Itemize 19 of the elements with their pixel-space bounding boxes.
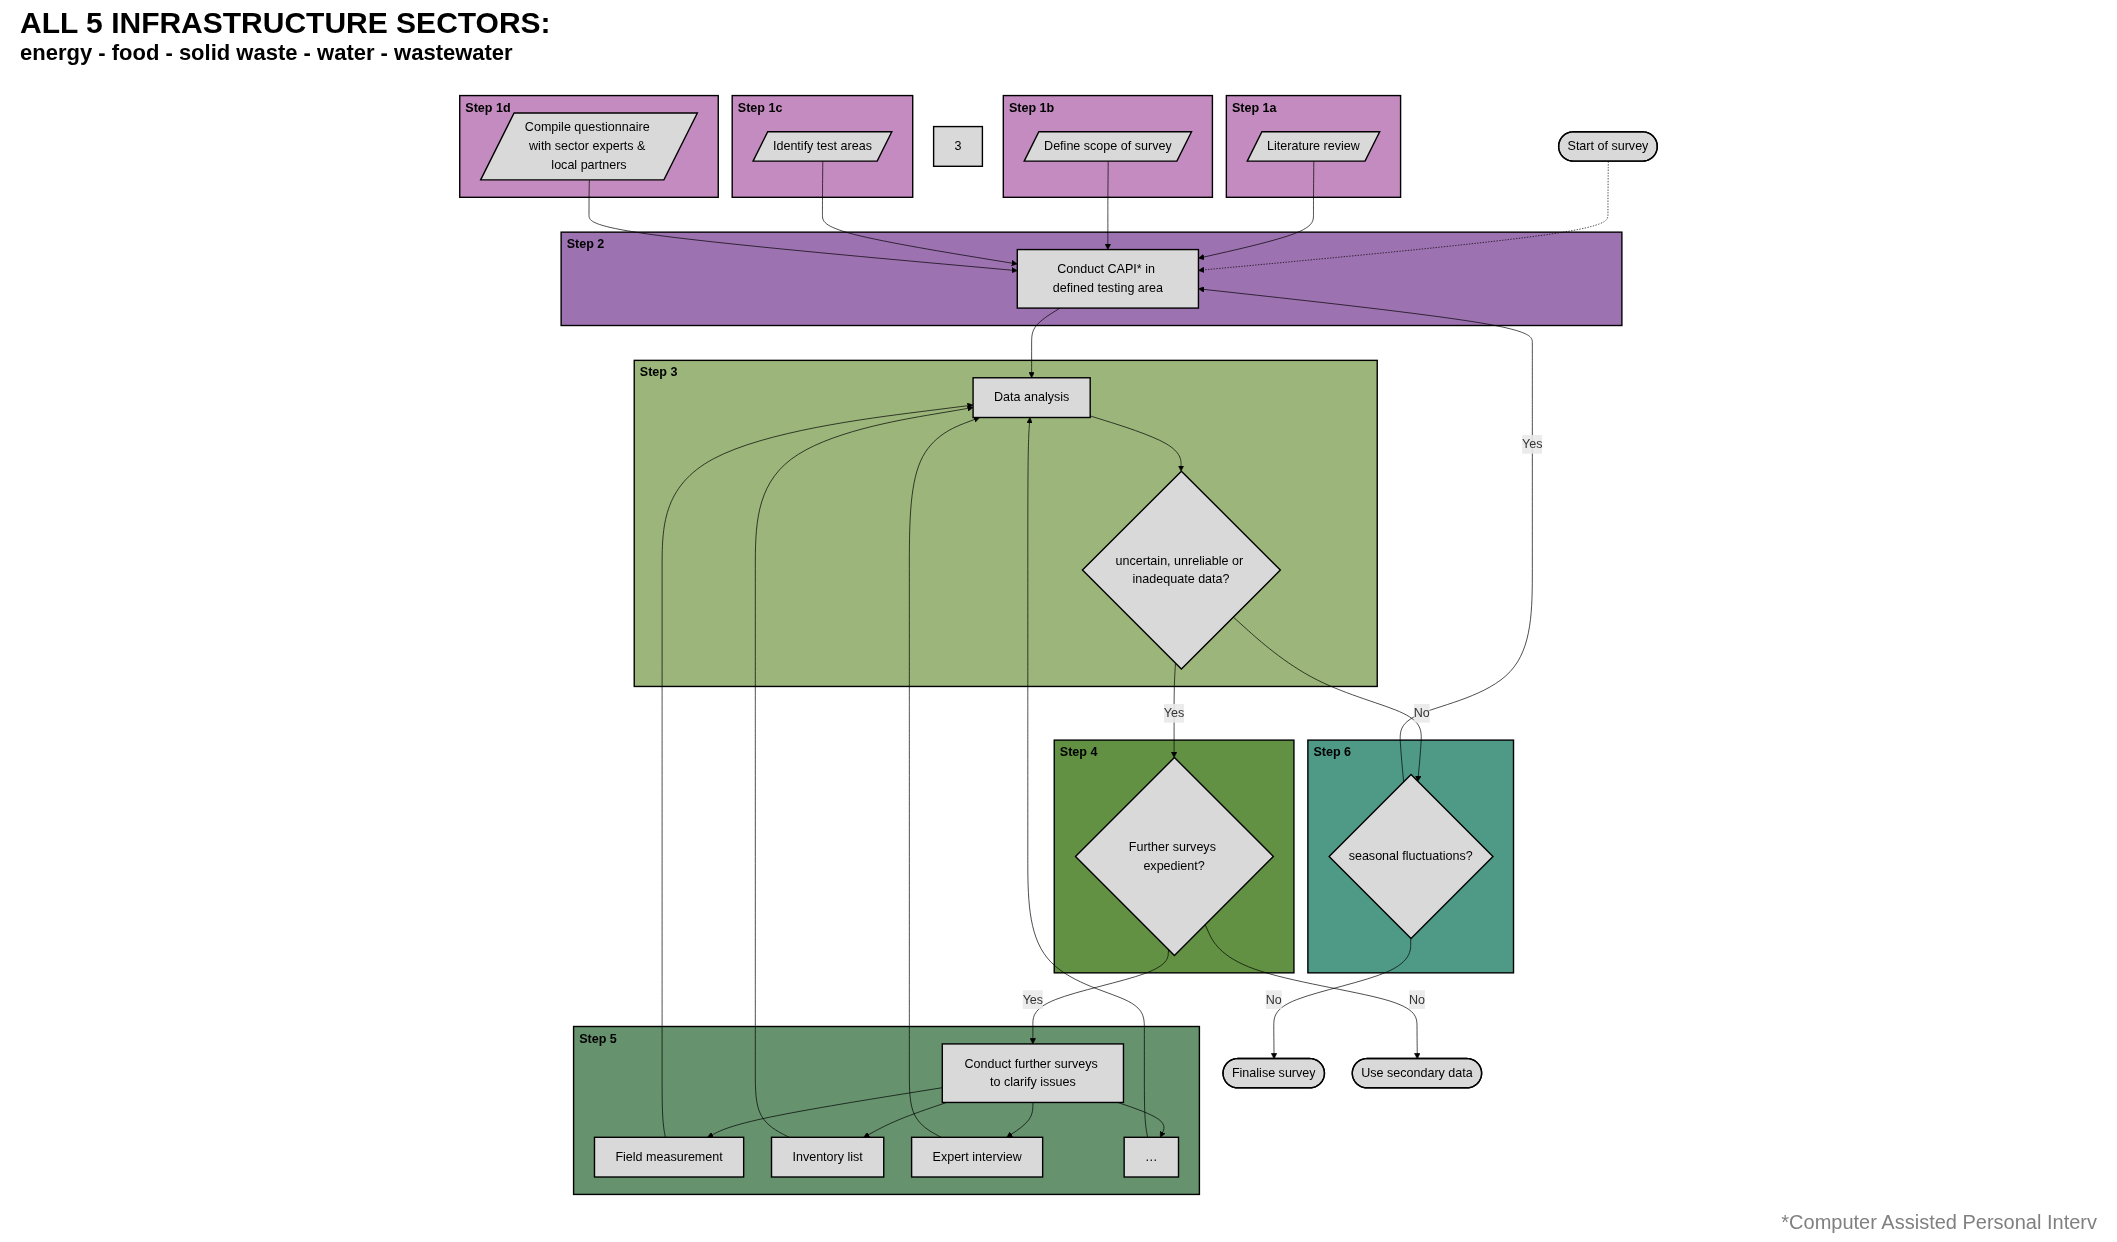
edge-label: Yes (1022, 992, 1044, 1007)
edge-label: No (1265, 992, 1282, 1007)
footnote: *Computer Assisted Personal Interv (1781, 1211, 2097, 1234)
node-box: Inventory list (770, 1136, 885, 1178)
node-diamond: seasonal fluctuations? (1328, 773, 1494, 940)
edge-label: Yes (1163, 705, 1185, 720)
node-box: Conduct further surveys to clarify issues (941, 1043, 1125, 1104)
node-box: Data analysis (972, 377, 1091, 419)
edge-label: No (1408, 992, 1425, 1007)
node-box: … (1123, 1136, 1180, 1178)
node-box: Expert interview (910, 1136, 1044, 1178)
edge-label: No (1413, 705, 1430, 720)
edge-label: Yes (1522, 437, 1543, 451)
node-box: 3 (932, 125, 984, 167)
node-diamond: uncertain, unreliable or inadequate data? (1081, 470, 1282, 671)
node-box: Field measurement (593, 1136, 745, 1178)
subtitle: energy - food - solid waste - water - wastewater (20, 40, 514, 66)
node-box: Conduct CAPI* in defined testing area (1016, 248, 1200, 309)
title: ALL 5 INFRASTRUCTURE SECTORS: (20, 6, 551, 40)
